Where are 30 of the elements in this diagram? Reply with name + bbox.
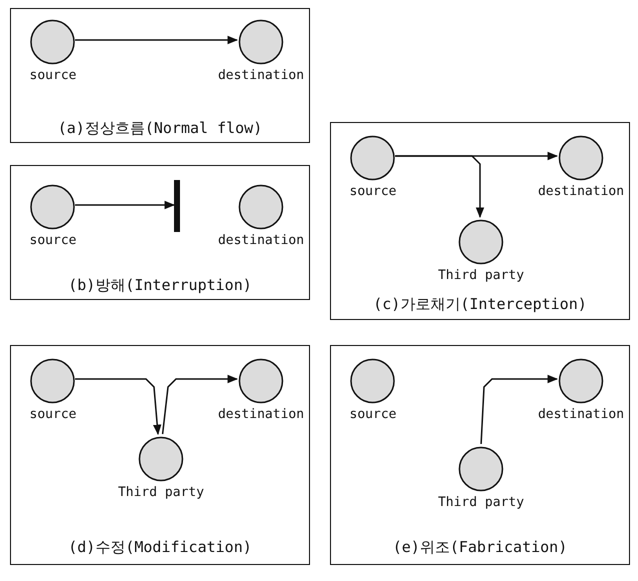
barrier-bar <box>174 180 180 232</box>
node-label: destination <box>538 184 624 199</box>
panel <box>330 345 630 565</box>
panel <box>330 122 630 320</box>
panel-caption: (e)위조(Fabrication) <box>392 538 568 557</box>
node-label: source <box>30 68 76 83</box>
panel-caption: (a)정상흐름(Normal flow) <box>56 119 264 138</box>
arrow <box>75 378 162 436</box>
node-label: Third party <box>438 495 524 510</box>
node-label: source <box>350 407 396 422</box>
node-label: Third party <box>438 268 524 283</box>
panel-caption: (c)가로채기(Interception) <box>372 295 588 314</box>
arrow <box>75 200 176 210</box>
panel <box>10 345 310 565</box>
node-label: destination <box>218 68 304 83</box>
panel <box>10 8 310 143</box>
node-label: source <box>30 407 76 422</box>
node-label: Third party <box>118 485 204 500</box>
arrow <box>395 155 484 218</box>
node-label: destination <box>218 407 304 422</box>
panel <box>10 165 310 300</box>
node-label: source <box>350 184 396 199</box>
node-label: destination <box>218 233 304 248</box>
panel-caption: (b)방해(Interruption) <box>67 276 253 295</box>
arrow <box>75 36 238 44</box>
arrow <box>162 374 238 434</box>
panel-caption: (d)수정(Modification) <box>67 538 253 557</box>
arrow <box>480 374 558 444</box>
node-label: destination <box>538 407 624 422</box>
node-label: source <box>30 233 76 248</box>
